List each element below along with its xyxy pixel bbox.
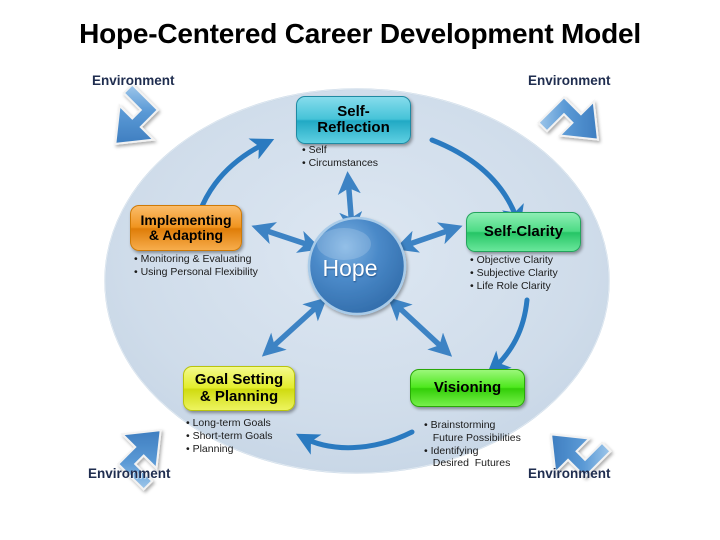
- cycle-arrow-clarity-to-visioning: [486, 297, 530, 375]
- environment-arrow-bottom-right: [549, 433, 612, 479]
- environment-label-bottom-left: Environment: [88, 466, 171, 481]
- node-self-reflection-bullets: • Self • Circumstances: [302, 144, 452, 170]
- node-implementing-adapting[interactable]: Implementing & Adapting: [130, 205, 242, 251]
- node-self-reflection[interactable]: Self- Reflection: [296, 96, 411, 144]
- hope-circle: [307, 216, 407, 316]
- hope-center-label: Hope: [322, 255, 378, 281]
- environment-arrow-top-left: [114, 83, 160, 146]
- page-title: Hope-Centered Career Development Model: [79, 18, 641, 49]
- hope-circle-gloss: [317, 228, 371, 260]
- bullet-text: • Brainstorming Future Possibilities • I…: [424, 419, 521, 470]
- environment-label-bottom-right: Environment: [528, 466, 611, 481]
- ellipse-highlight: [104, 88, 610, 474]
- node-self-clarity-bullets: • Objective Clarity • Subjective Clarity…: [470, 254, 630, 292]
- radial-arrow-hope-self-clarity: [394, 222, 463, 253]
- cycle-arrow-visioning-to-goalsetting: [295, 429, 415, 455]
- bullet-text: • Long-term Goals • Short-term Goals • P…: [186, 417, 273, 455]
- node-self-clarity-label: Self-Clarity: [483, 222, 564, 240]
- environment-label-top-left: Environment: [92, 73, 175, 88]
- bullet-text: • Self • Circumstances: [302, 144, 379, 169]
- node-self-reflection-label: Self- Reflection: [317, 102, 390, 136]
- node-visioning[interactable]: Visioning: [410, 369, 525, 407]
- environment-arrow-bottom-left: [116, 428, 162, 491]
- node-goal-setting-bullets: • Long-term Goals • Short-term Goals • P…: [186, 417, 336, 455]
- node-self-clarity[interactable]: Self-Clarity: [466, 212, 581, 252]
- node-visioning-label: Visioning: [433, 378, 502, 396]
- radial-arrow-hope-visioning: [387, 297, 453, 357]
- node-goal-setting-planning[interactable]: Goal Setting & Planning: [183, 366, 295, 411]
- environment-label-top-right: Environment: [528, 73, 611, 88]
- node-visioning-bullets: • Brainstorming Future Possibilities • I…: [424, 419, 574, 470]
- node-goal-setting-label: Goal Setting & Planning: [194, 371, 284, 405]
- environment-arrow-top-right: [537, 95, 600, 141]
- node-implementing-bullets: • Monitoring & Evaluating • Using Person…: [134, 253, 304, 279]
- cycle-arrow-reflection-to-clarity: [429, 137, 524, 229]
- node-implementing-label: Implementing & Adapting: [140, 211, 232, 243]
- radial-arrow-hope-implementing: [251, 222, 322, 253]
- bullet-text: • Monitoring & Evaluating • Using Person…: [134, 253, 258, 278]
- radial-arrow-hope-goal-setting: [261, 297, 328, 357]
- bullet-text: • Objective Clarity • Subjective Clarity…: [470, 254, 558, 292]
